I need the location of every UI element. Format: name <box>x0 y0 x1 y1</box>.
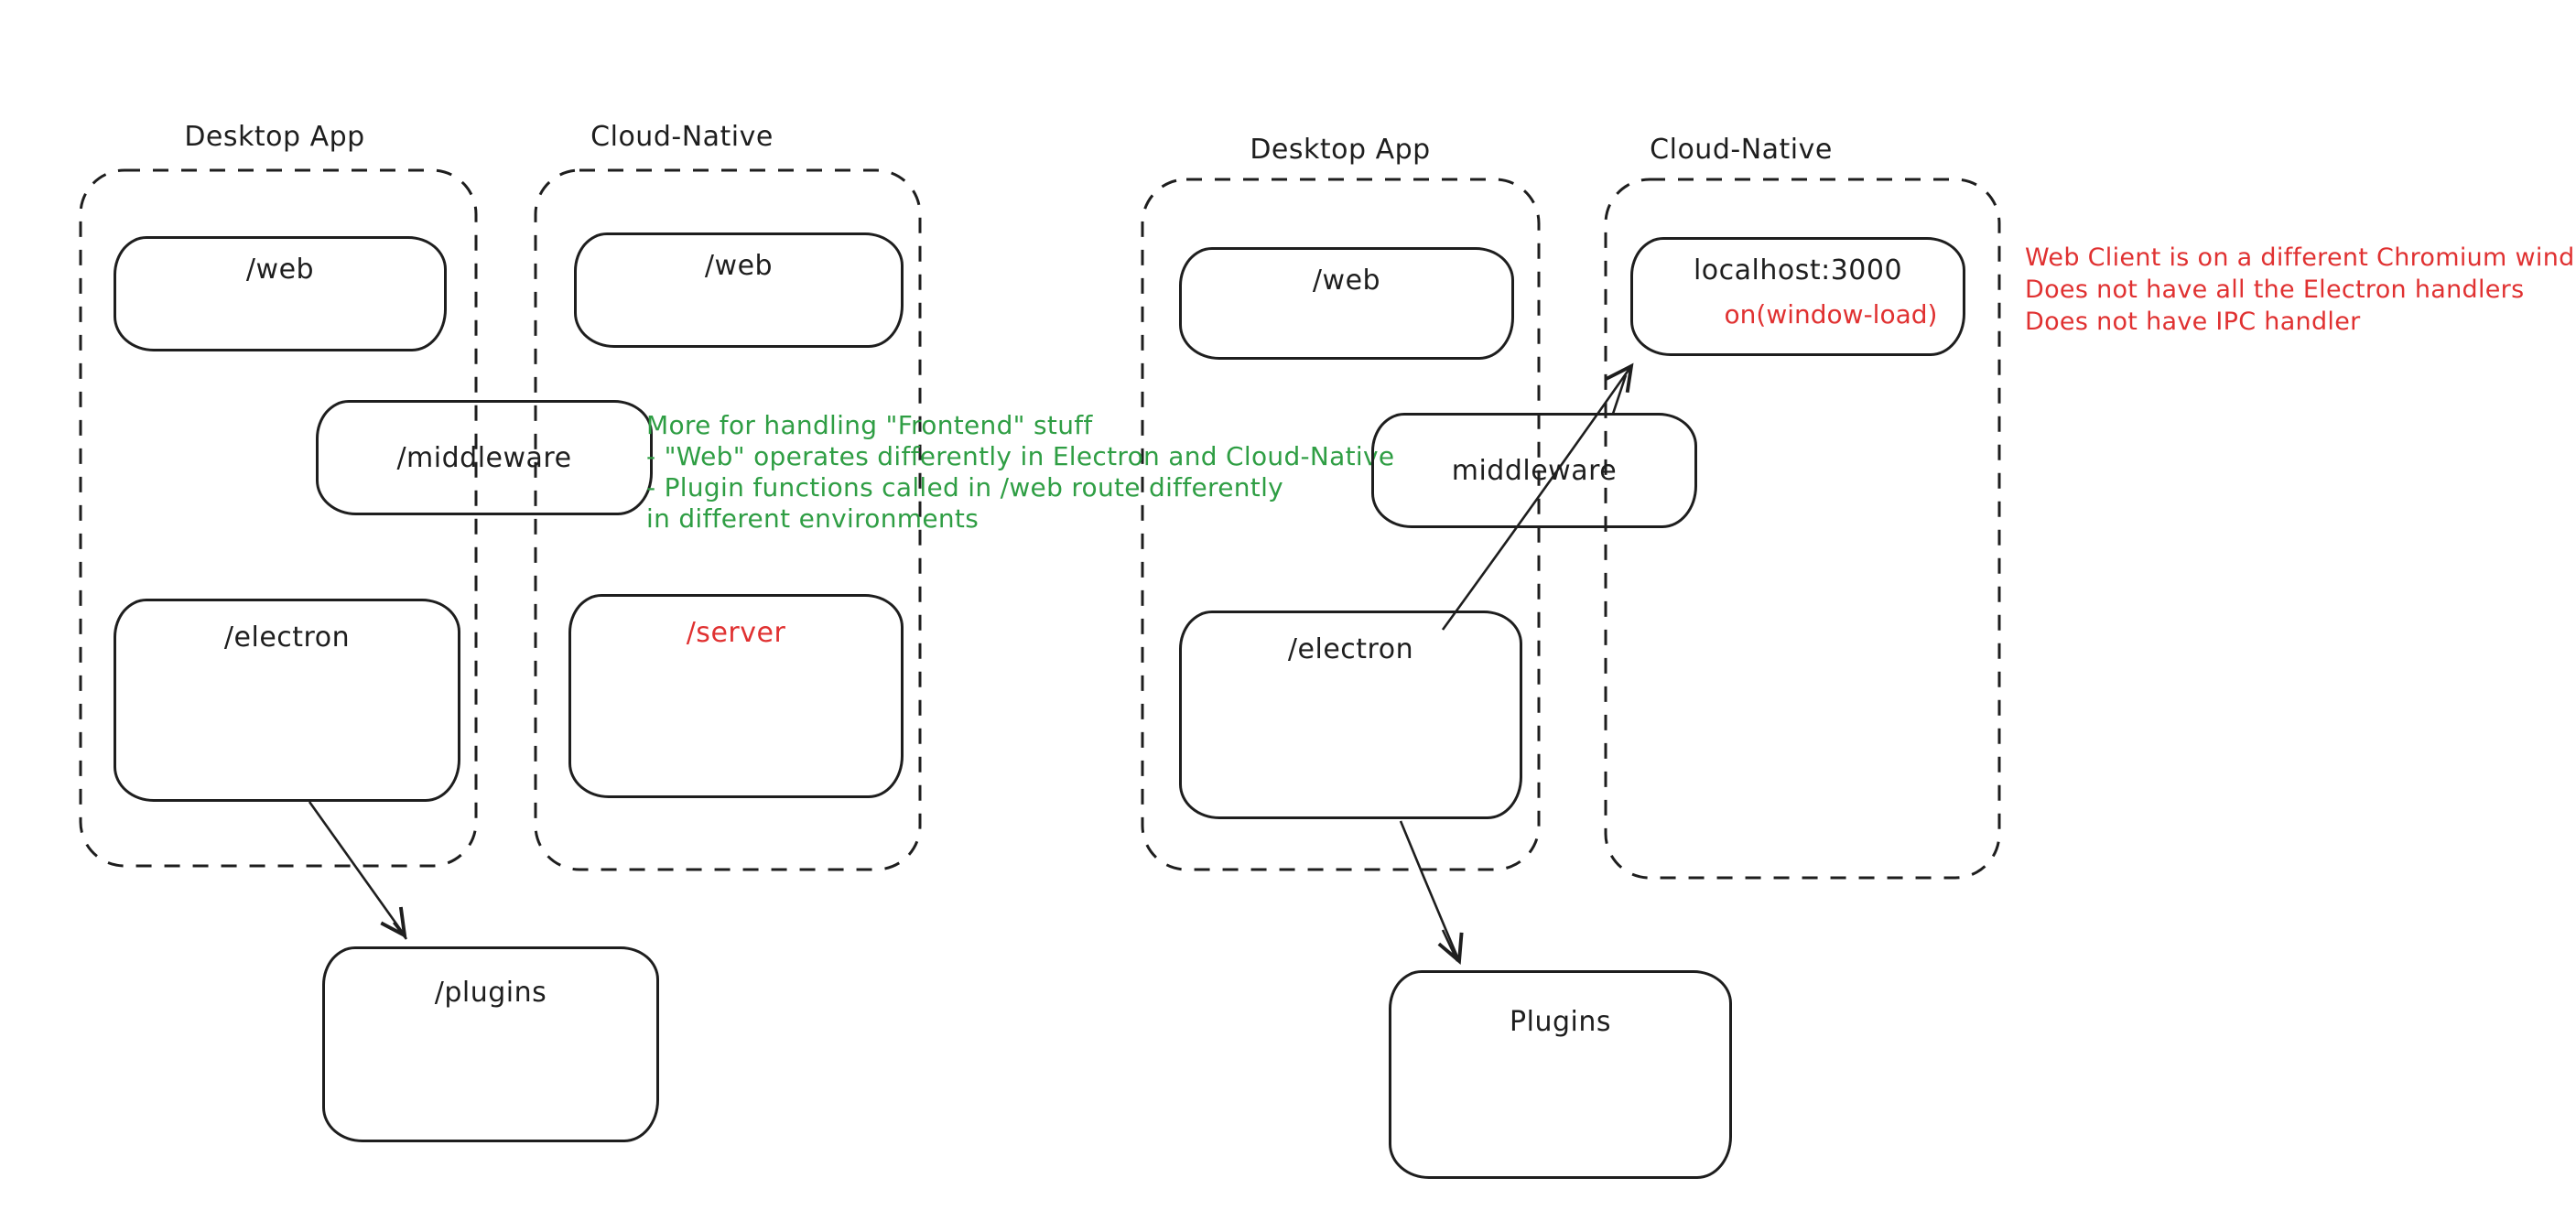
red-annotation-line: Web Client is on a different Chromium wi… <box>2025 243 2576 272</box>
left-web-desktop-label: /web <box>245 254 315 286</box>
right-web-box[interactable]: /web <box>1179 247 1514 360</box>
red-annotation-line: Does not have IPC handler <box>2025 308 2361 336</box>
left-electron-label: /electron <box>223 621 351 654</box>
red-annotation[interactable]: Web Client is on a different Chromium wi… <box>2025 242 2576 338</box>
right-cloud-native-container[interactable] <box>1604 178 2001 880</box>
green-annotation-line: - "Web" operates differently in Electron… <box>646 441 1395 471</box>
arrow-sketch-stroke <box>1441 929 1459 962</box>
green-annotation-line: - Plugin functions called in /web route … <box>646 472 1284 503</box>
left-middleware-label: /middleware <box>396 441 572 474</box>
right-localhost-title: localhost:3000 <box>1693 254 1903 286</box>
arrow-sketch-stroke <box>392 922 408 940</box>
green-annotation-line: in different environments <box>646 503 980 534</box>
green-annotation[interactable]: More for handling "Frontend" stuff - "We… <box>646 410 1394 535</box>
right-desktop-app-title: Desktop App <box>1250 134 1431 166</box>
arrow-right-electron-to-localhost[interactable] <box>1441 362 1634 631</box>
left-desktop-app-container[interactable] <box>79 168 478 868</box>
left-web-cloud-box[interactable]: /web <box>574 232 904 348</box>
left-plugins-box[interactable]: /plugins <box>322 946 659 1142</box>
left-desktop-app-title: Desktop App <box>184 121 365 153</box>
left-server-label: /server <box>686 617 786 649</box>
right-plugins-box[interactable]: Plugins <box>1389 970 1732 1179</box>
left-electron-box[interactable]: /electron <box>114 599 460 802</box>
right-localhost-box[interactable]: localhost:3000 on(window-load) <box>1630 237 1965 356</box>
arrow-sketch-stroke <box>1611 374 1628 415</box>
arrow-right-electron-to-plugins[interactable] <box>1399 820 1464 965</box>
right-web-label: /web <box>1312 265 1381 297</box>
right-plugins-label: Plugins <box>1510 1006 1611 1038</box>
left-cloud-native-title: Cloud-Native <box>590 121 774 153</box>
right-localhost-event-label: on(window-load) <box>1724 299 1938 330</box>
right-electron-box[interactable]: /electron <box>1179 611 1522 819</box>
left-web-cloud-label: /web <box>704 250 774 282</box>
left-middleware-box[interactable]: /middleware <box>316 400 653 515</box>
right-cloud-native-title: Cloud-Native <box>1650 134 1833 166</box>
left-web-desktop-box[interactable]: /web <box>114 236 447 351</box>
right-middleware-label: middleware <box>1451 454 1618 487</box>
arrow-left-electron-to-plugins[interactable] <box>308 801 407 939</box>
left-cloud-native-container[interactable] <box>534 168 922 871</box>
right-desktop-app-container[interactable] <box>1141 178 1541 871</box>
left-server-box[interactable]: /server <box>568 594 904 798</box>
red-annotation-line: Does not have all the Electron handlers <box>2025 276 2525 304</box>
right-electron-label: /electron <box>1287 633 1414 665</box>
right-middleware-box[interactable]: middleware <box>1371 413 1697 528</box>
green-annotation-line: More for handling "Frontend" stuff <box>646 410 1093 440</box>
left-plugins-label: /plugins <box>434 977 547 1009</box>
